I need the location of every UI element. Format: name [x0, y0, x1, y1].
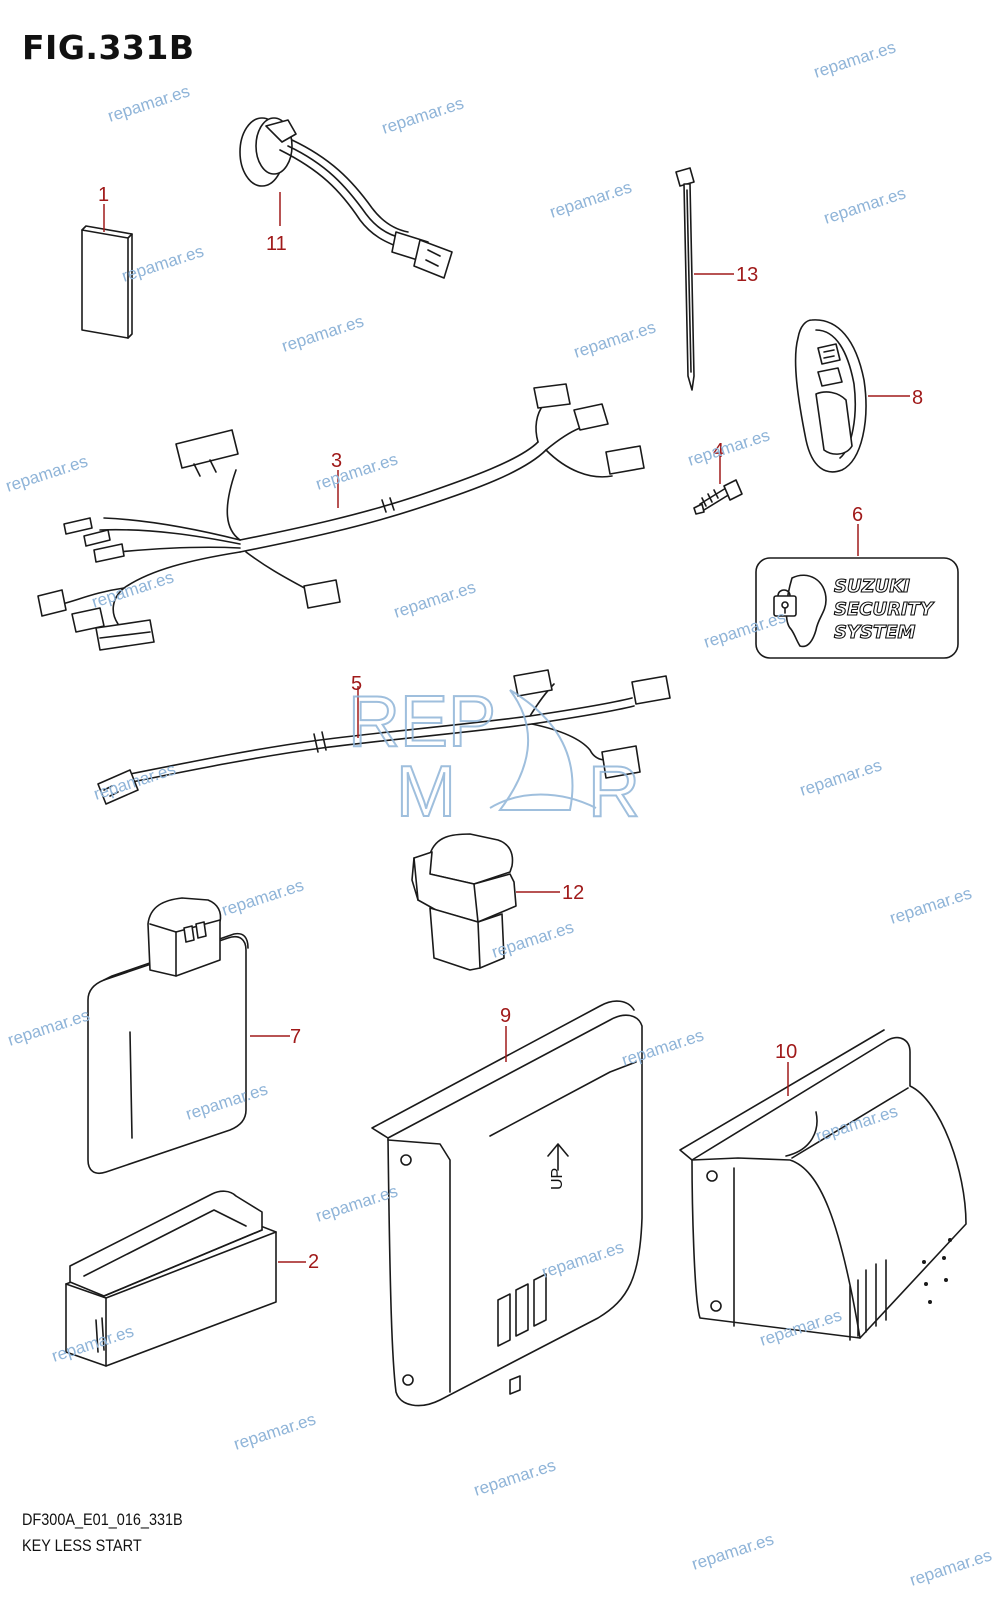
sticker-line-2: SECURITY: [834, 599, 935, 620]
figure-title: FIG.331B: [22, 28, 195, 67]
watermark-text: repamar.es: [797, 755, 884, 799]
callout-2: 2: [308, 1251, 319, 1273]
watermark-text: repamar.es: [313, 1181, 400, 1225]
watermark-text: repamar.es: [821, 183, 908, 227]
sticker-line-3: SYSTEM: [834, 622, 916, 643]
figure-code: DF300A_E01_016_331B: [22, 1510, 183, 1529]
wave-icon: [489, 793, 597, 809]
watermark-text: repamar.es: [219, 875, 306, 919]
watermark-text: repamar.es: [689, 1529, 776, 1573]
part-10-bracket[interactable]: [679, 1029, 967, 1341]
sticker-line-1: SUZUKI: [834, 576, 910, 597]
watermark-text: repamar.es: [391, 577, 478, 621]
part-13-cable-tie[interactable]: [675, 167, 695, 391]
watermark-text: repamar.es: [887, 883, 974, 927]
watermark-logo-bottom-left: M: [396, 752, 456, 832]
watermark-text: repamar.es: [105, 81, 192, 125]
part-9-ecu[interactable]: [371, 1000, 643, 1407]
sail-icon: [498, 689, 574, 811]
watermark-text: repamar.es: [571, 317, 658, 361]
watermark-text: repamar.es: [5, 1005, 92, 1049]
watermark-text: repamar.es: [3, 451, 90, 495]
watermark-text: repamar.es: [313, 449, 400, 493]
callout-8: 8: [912, 387, 923, 409]
watermark-text: repamar.es: [379, 93, 466, 137]
part-3-wire-harness[interactable]: [37, 383, 645, 651]
part-7-control-module[interactable]: [87, 897, 249, 1175]
callout-5: 5: [351, 673, 362, 695]
part-11-switch-harness[interactable]: [239, 117, 453, 279]
callout-3: 3: [331, 450, 342, 472]
part-4-screw[interactable]: [693, 479, 743, 515]
part-1-card[interactable]: [81, 225, 133, 339]
callout-4: 4: [713, 440, 724, 462]
watermark-logo: REP M R: [347, 681, 641, 833]
part-2-module-case[interactable]: [65, 1190, 277, 1367]
callout-11: 11: [266, 233, 287, 255]
callout-10: 10: [775, 1041, 797, 1063]
watermark-text: repamar.es: [907, 1545, 994, 1589]
callout-12: 12: [562, 882, 584, 904]
watermark-text: repamar.es: [279, 311, 366, 355]
watermark-text: repamar.es: [91, 759, 178, 803]
ecu-up-mark: UP: [549, 1168, 566, 1190]
watermark-text: repamar.es: [471, 1455, 558, 1499]
callout-9: 9: [500, 1005, 511, 1027]
part-8-key-fob[interactable]: [794, 319, 867, 473]
part-5-wire-harness[interactable]: [97, 669, 671, 805]
watermark-text: repamar.es: [685, 425, 772, 469]
figure-name: KEY LESS START: [22, 1536, 142, 1555]
callout-1: 1: [98, 184, 109, 206]
callout-7: 7: [290, 1026, 301, 1048]
callout-6: 6: [852, 504, 863, 526]
callout-13: 13: [736, 264, 758, 286]
part-6-security-sticker[interactable]: [755, 557, 959, 659]
watermark-text: repamar.es: [811, 37, 898, 81]
part-12-relay[interactable]: [411, 833, 517, 971]
watermark-text: repamar.es: [89, 567, 176, 611]
watermark-text: repamar.es: [231, 1409, 318, 1453]
watermark-text: repamar.es: [547, 177, 634, 221]
watermark-logo-top: REP: [348, 682, 496, 762]
watermark-logo-bottom-right: R: [588, 752, 640, 832]
